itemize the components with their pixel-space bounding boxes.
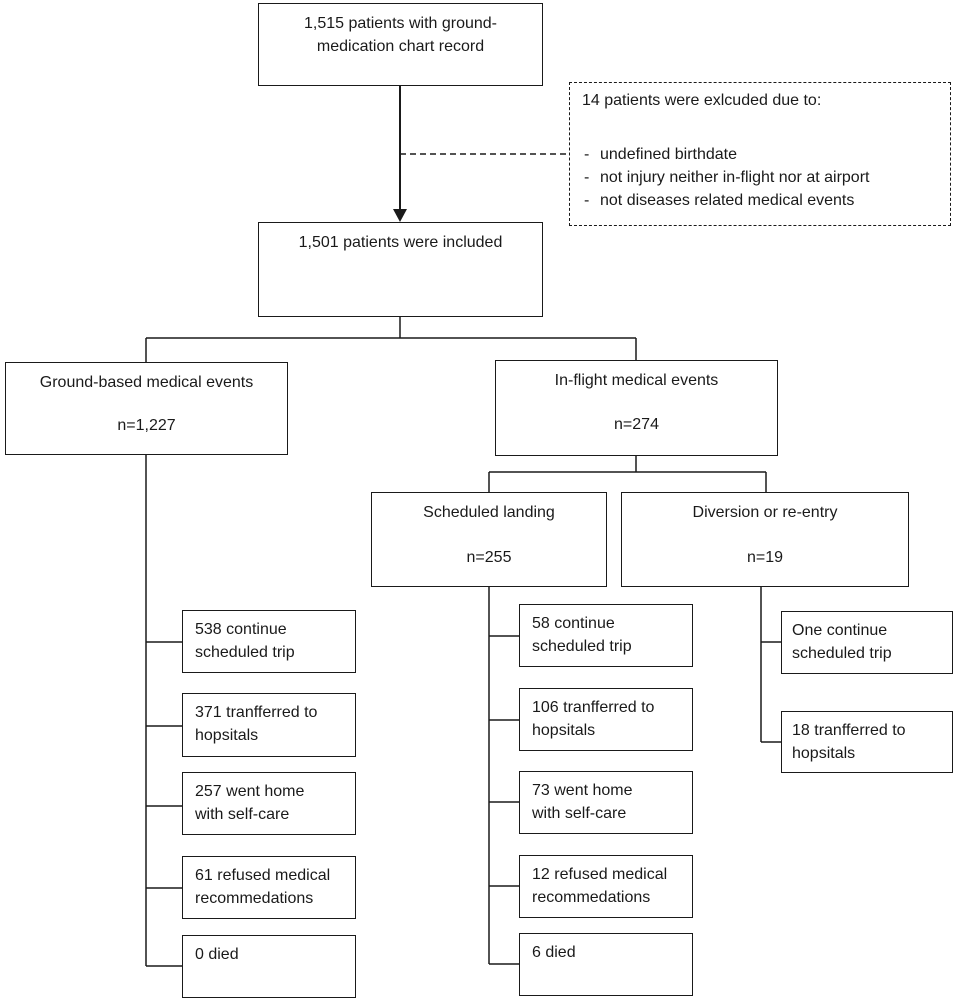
- ground-outcome-box: 538 continue scheduled trip: [182, 610, 356, 673]
- arrow-head: [393, 209, 407, 222]
- ground-outcome-box: 371 tranfferred to hopsitals: [182, 693, 356, 757]
- outcome-text: 6 died: [532, 944, 576, 961]
- exclusion-reason: undefined birthdate: [584, 143, 869, 166]
- exclusion-title: 14 patients were exlcuded due to:: [582, 92, 822, 109]
- exclusion-reasons: undefined birthdate not injury neither i…: [584, 143, 869, 212]
- diversion-outcome-box: 18 tranfferred to hopsitals: [781, 711, 953, 773]
- outcome-text: One continue scheduled trip: [792, 622, 892, 662]
- outcome-text: 12 refused medical recommedations: [532, 866, 668, 906]
- diversion-title: Diversion or re-entry: [692, 504, 838, 521]
- outcome-text: 61 refused medical recommedations: [195, 867, 331, 907]
- ground-title: Ground-based medical events: [39, 374, 254, 391]
- scheduled-outcome-box: 58 continue scheduled trip: [519, 604, 693, 667]
- scheduled-outcome-box: 73 went home with self-care: [519, 771, 693, 834]
- scheduled-title: Scheduled landing: [423, 504, 555, 521]
- included-text: 1,501 patients were included: [298, 234, 503, 251]
- diversion-outcome-box: One continue scheduled trip: [781, 611, 953, 674]
- ground-outcome-box: 257 went home with self-care: [182, 772, 356, 835]
- outcome-text: 18 tranfferred to hopsitals: [792, 722, 906, 762]
- diversion-n: n=19: [746, 549, 784, 566]
- start-box-text: 1,515 patients with ground- medication c…: [303, 15, 497, 55]
- scheduled-n: n=255: [466, 549, 512, 566]
- outcome-text: 58 continue scheduled trip: [532, 615, 632, 655]
- scheduled-outcome-box: 12 refused medical recommedations: [519, 855, 693, 918]
- inflight-n: n=274: [614, 416, 659, 433]
- exclusion-reason: not injury neither in-flight nor at airp…: [584, 166, 869, 189]
- exclusion-box: 14 patients were exlcuded due to: undefi…: [569, 82, 951, 226]
- ground-outcome-box: 61 refused medical recommedations: [182, 856, 356, 919]
- exclusion-reason: not diseases related medical events: [584, 189, 869, 212]
- diversion-box: Diversion or re-entry n=19: [621, 492, 909, 587]
- outcome-text: 73 went home with self-care: [532, 782, 633, 822]
- outcome-text: 0 died: [195, 946, 239, 963]
- ground-n: n=1,227: [117, 417, 176, 434]
- inflight-box: In-flight medical events n=274: [495, 360, 778, 456]
- inflight-title: In-flight medical events: [554, 372, 719, 389]
- start-box: 1,515 patients with ground- medication c…: [258, 3, 543, 86]
- ground-outcome-box: 0 died: [182, 935, 356, 998]
- outcome-text: 257 went home with self-care: [195, 783, 305, 823]
- ground-box: Ground-based medical events n=1,227: [5, 362, 288, 455]
- scheduled-outcome-box: 6 died: [519, 933, 693, 996]
- included-box: 1,501 patients were included: [258, 222, 543, 317]
- scheduled-outcome-box: 106 tranfferred to hopsitals: [519, 688, 693, 751]
- outcome-text: 106 tranfferred to hopsitals: [532, 699, 655, 739]
- scheduled-box: Scheduled landing n=255: [371, 492, 607, 587]
- outcome-text: 538 continue scheduled trip: [195, 621, 295, 661]
- outcome-text: 371 tranfferred to hopsitals: [195, 704, 318, 744]
